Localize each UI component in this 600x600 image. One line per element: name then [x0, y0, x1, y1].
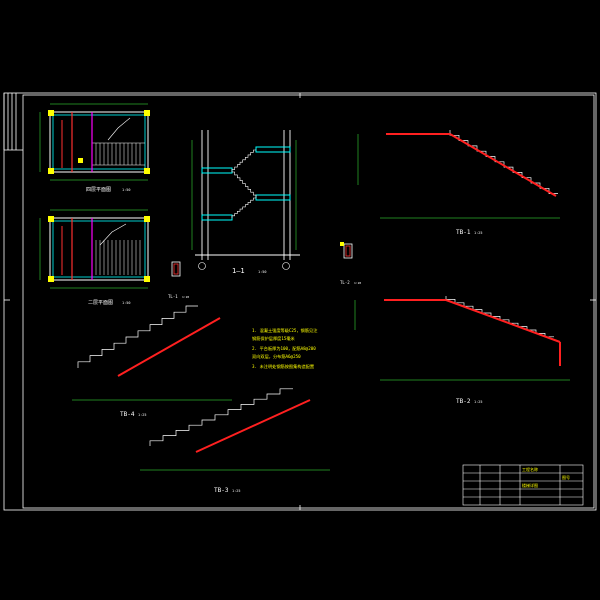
plan-upper: 四层平面图 1:50: [39, 103, 150, 193]
detail-tl1-label: TL-1: [168, 294, 178, 299]
detail-tl2-scale: 1:20: [354, 281, 361, 285]
stair-tb2-scale: 1:25: [474, 400, 482, 404]
stair-tb2-label: TB-2: [456, 398, 471, 405]
note-line: 2. 平台板厚为100，配筋A8@200: [252, 345, 316, 352]
stair-tb3-scale: 1:25: [232, 489, 240, 493]
stair-tb1: TB-1 1:25: [357, 130, 560, 236]
stair-tb2: TB-2 1:25: [354, 296, 570, 405]
flight-line: [231, 149, 256, 172]
stair-tb3: TB-3 1:25: [140, 388, 330, 494]
plan-lower-label: 二层平面图: [88, 300, 113, 306]
section-scale: 1:50: [258, 270, 266, 274]
note-line: 3. 未注明处钢筋按图集构造配置: [252, 363, 314, 370]
title-drawing-name: 楼梯详图: [522, 482, 538, 488]
drawing-frame: [3, 92, 597, 511]
stair-tb4: TB-4 1:25: [72, 305, 232, 418]
title-block: [462, 464, 584, 506]
stair-tb3-label: TB-3: [214, 487, 229, 494]
stair-tb4-scale: 1:25: [138, 413, 146, 417]
plan-lower-scale: 1:50: [122, 301, 130, 305]
flight-line: [231, 197, 256, 218]
note-line: 1. 混凝土强度等级C25，钢筋见注: [252, 327, 318, 334]
plan-upper-scale: 1:50: [122, 188, 130, 192]
title-project: 工程名称: [522, 466, 538, 472]
section-label: 1—1: [232, 267, 245, 275]
stair-tb4-label: TB-4: [120, 411, 135, 418]
general-notes: 1. 混凝土强度等级C25，钢筋见注 钢筋保护层厚度15毫米 2. 平台板厚为1…: [252, 327, 318, 370]
title-stamp: 图号: [562, 474, 570, 480]
stair-tb1-scale: 1:25: [474, 231, 482, 235]
stair-tb1-label: TB-1: [456, 229, 471, 236]
plan-upper-label: 四层平面图: [86, 187, 111, 193]
section-1-1: 1—1 1:50: [191, 130, 300, 275]
plan-lower: 二层平面图 1:50: [39, 209, 150, 306]
detail-tl2: TL-2 1:20: [340, 242, 361, 285]
detail-tl1-scale: 1:20: [182, 295, 189, 299]
flight-line: [232, 171, 257, 198]
detail-tl1: TL-1 1:20: [168, 261, 189, 299]
detail-tl2-label: TL-2: [340, 280, 350, 285]
note-line: 钢筋保护层厚度15毫米: [252, 335, 296, 342]
note-line: 双向双层，分布筋A6@250: [252, 353, 301, 360]
